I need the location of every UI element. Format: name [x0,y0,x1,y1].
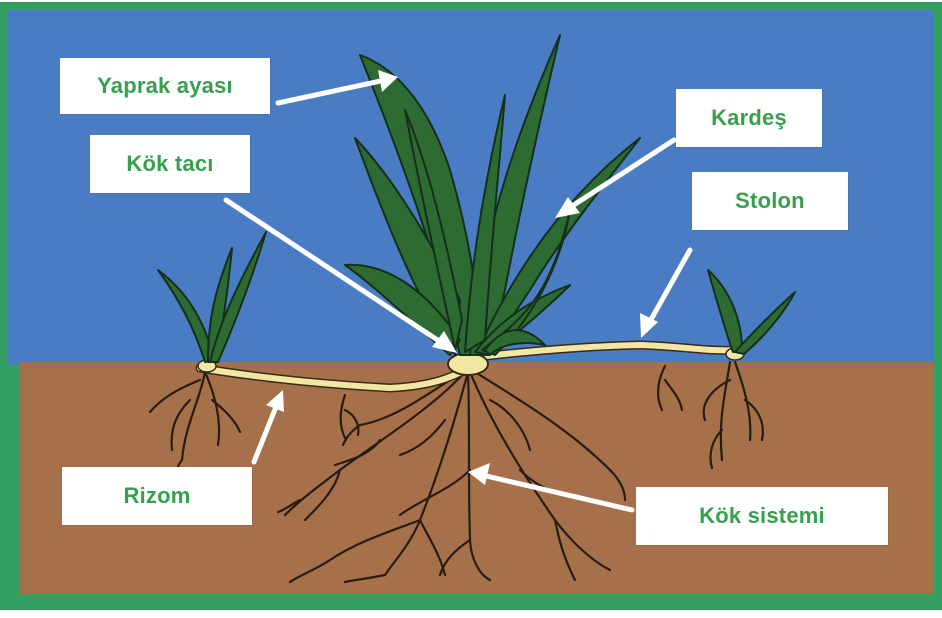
label-root-system: Kök sistemi [636,487,888,545]
label-rhizome: Rizom [62,467,252,525]
label-leaf-blade: Yaprak ayası [60,58,270,114]
label-tiller: Kardeş [676,89,822,147]
label-stolon-text: Stolon [735,188,805,214]
label-leaf-blade-text: Yaprak ayası [97,73,233,99]
label-crown: Kök tacı [90,135,250,193]
label-tiller-text: Kardeş [711,105,787,131]
label-rhizome-text: Rizom [124,483,191,509]
label-root-system-text: Kök sistemi [699,503,825,529]
label-stolon: Stolon [692,172,848,230]
label-crown-text: Kök tacı [126,151,213,177]
